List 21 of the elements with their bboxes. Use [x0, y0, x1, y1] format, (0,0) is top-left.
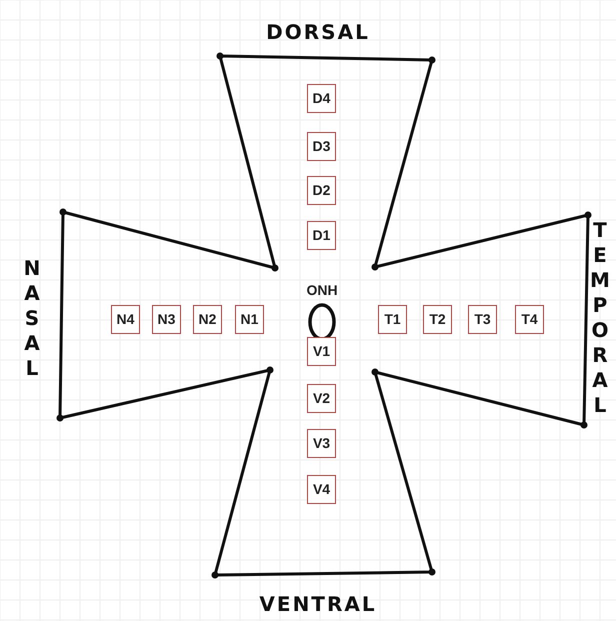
region-box: V2: [307, 384, 336, 413]
region-box: T4: [515, 305, 544, 334]
region-box: V3: [307, 429, 336, 458]
region-box: D3: [307, 132, 336, 161]
region-box: N2: [193, 305, 222, 334]
direction-label: DORSAL: [266, 19, 370, 46]
direction-label: VENTRAL: [259, 591, 377, 618]
region-box: N4: [111, 305, 140, 334]
region-box: N3: [152, 305, 181, 334]
region-box: D1: [307, 221, 336, 250]
optic-nerve-head-label: ONH: [306, 283, 338, 297]
direction-label: NASAL: [22, 256, 42, 380]
region-box: T2: [423, 305, 452, 334]
region-box: N1: [235, 305, 264, 334]
region-box: T3: [468, 305, 497, 334]
region-box: V1: [307, 337, 336, 366]
region-box: D2: [307, 176, 336, 205]
direction-label: TEMPORAL: [590, 218, 610, 418]
region-box: T1: [378, 305, 407, 334]
region-box: V4: [307, 475, 336, 504]
region-box: D4: [307, 84, 336, 113]
